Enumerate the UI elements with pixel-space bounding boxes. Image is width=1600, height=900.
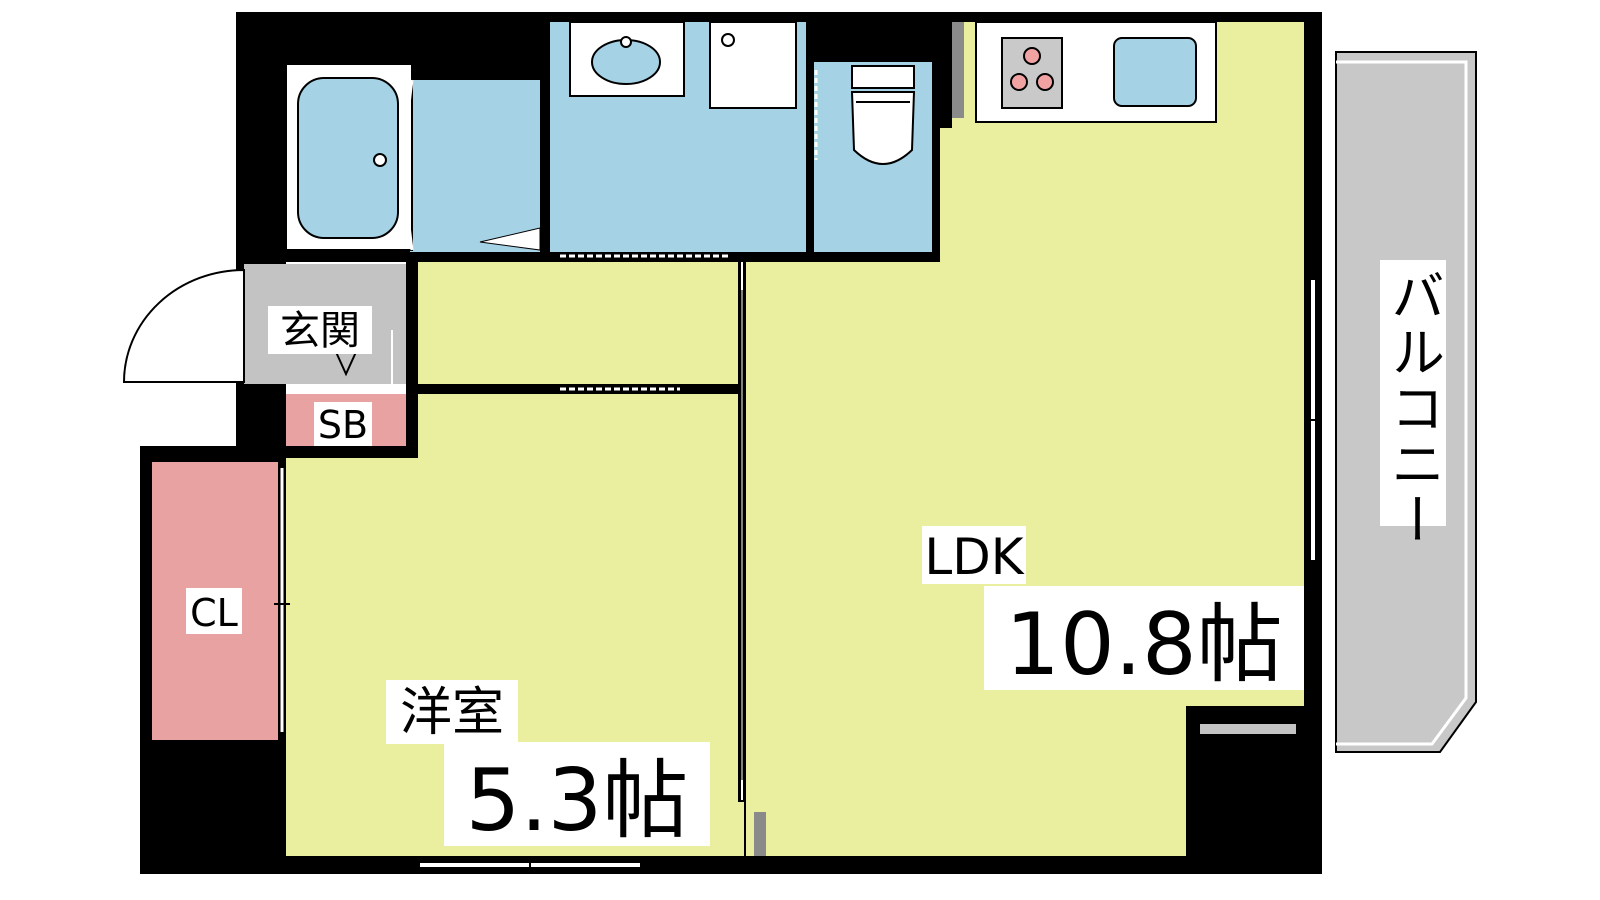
toilet [814,65,916,165]
entrance-label-bg [268,306,372,354]
bathtub [285,63,541,251]
closet-label-bg [186,588,242,634]
shoe-box-label-bg [314,402,372,446]
bath-door-curve [404,79,414,251]
bathtub-drain [373,153,387,167]
bath-door-swing [479,227,541,251]
western-name-bg [386,680,518,744]
ldk-room-size: 10.8帖 [1005,595,1282,695]
stove-burner [1036,73,1054,91]
room-labels: 玄関 SB CL 洋室 5.3帖 LDK 10.8帖 バルコニー [186,260,1446,851]
corridor-floor [418,262,744,384]
balcony-inner-line [1336,60,1468,746]
wall-bottom [140,856,1322,874]
western-size-bg [444,742,710,846]
bathtub-basin [297,77,399,239]
closet-label: CL [190,591,238,635]
stove-burner [1010,73,1028,91]
wall-fin-grey-bottom [754,812,766,856]
ldk-room-name: LDK [924,528,1024,586]
ldk-size-bg [984,586,1304,690]
wash-basin [569,21,685,97]
entrance-label: 玄関 [280,308,360,354]
washing-machine-pan [709,21,797,109]
kitchen-sink [1113,37,1197,107]
corner-sill-grey [1200,724,1296,734]
partition-entrance-right [406,262,418,448]
entrance-floor-arrow [335,351,357,377]
balcony-label: バルコニー [1382,268,1445,548]
wash-basin-tap [620,36,632,48]
western-room-name: 洋室 [400,683,504,743]
kitchen-counter [975,21,1217,123]
washing-machine-drain [721,33,735,47]
balcony-label-bg [1380,260,1446,526]
toilet-bowl [850,91,916,165]
washing-machine-space [709,21,797,109]
toilet-tank [851,65,915,89]
closet-door [274,468,290,732]
wall-fin-grey [952,22,964,118]
entrance-door-swing [122,268,245,383]
entrance-fixtures [122,268,404,387]
ldk-name-bg [922,526,1026,584]
western-room-size: 5.3帖 [466,751,689,851]
stove-burner [1023,47,1041,65]
shoe-box-label: SB [318,403,368,447]
partition-sb-bottom [280,446,418,458]
bath-floor [410,80,540,252]
